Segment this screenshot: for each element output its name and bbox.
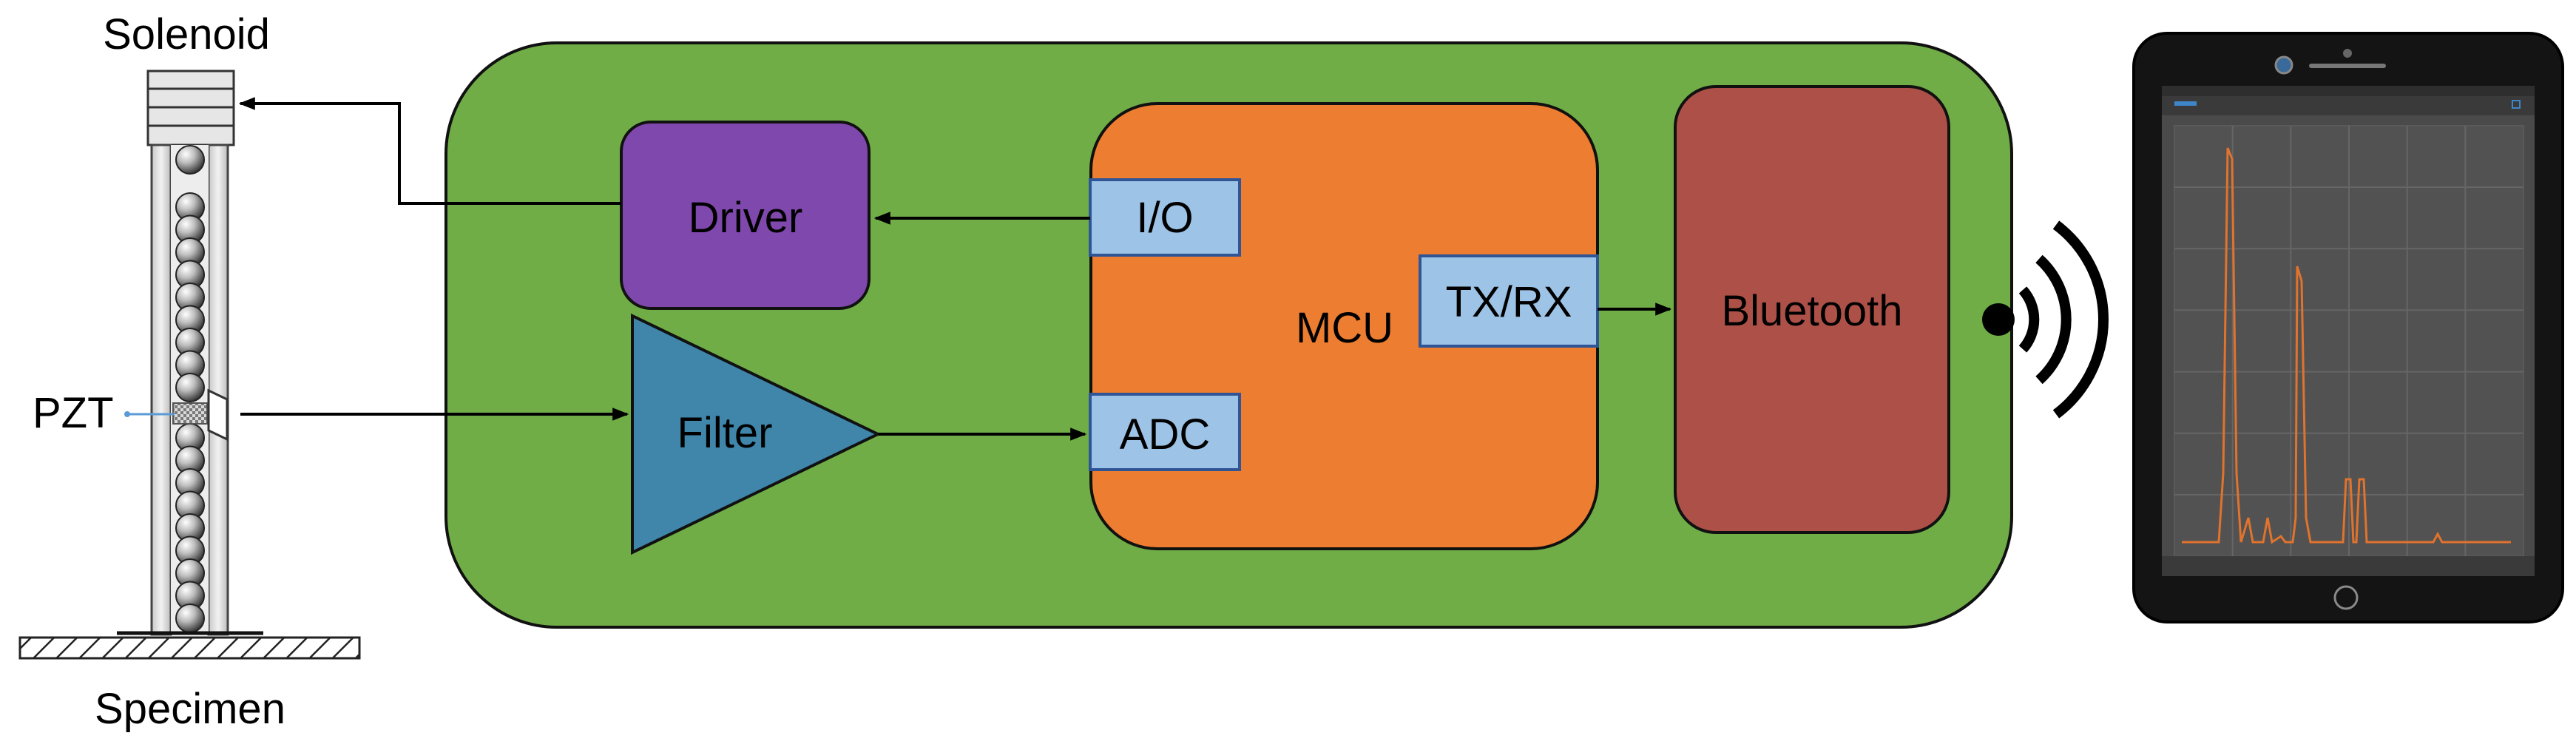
tablet-bottom-bar bbox=[2162, 556, 2535, 576]
bluetooth-block bbox=[1674, 85, 1950, 534]
pzt-pointer-dot bbox=[124, 411, 130, 417]
tablet-nav-bar bbox=[2162, 96, 2535, 115]
tablet-icon bbox=[2132, 32, 2564, 623]
bluetooth-label: Bluetooth bbox=[1721, 287, 1902, 335]
txrx-label: TX/RX bbox=[1446, 278, 1572, 326]
tablet-back-button bbox=[2174, 101, 2197, 106]
filter-block bbox=[631, 313, 882, 555]
tablet-status-bar bbox=[2162, 86, 2535, 96]
txrx-port bbox=[1420, 256, 1598, 346]
tablet-home-button bbox=[2333, 585, 2359, 610]
wireless-signal-icon bbox=[1982, 220, 2109, 419]
io-label: I/O bbox=[1136, 194, 1193, 242]
steel-balls bbox=[175, 145, 205, 633]
pzt-label: PZT bbox=[33, 389, 114, 437]
driver-block bbox=[620, 121, 871, 310]
specimen-label: Specimen bbox=[95, 685, 285, 733]
adc-port-border bbox=[1089, 393, 1241, 471]
specimen-base bbox=[18, 631, 361, 660]
adc-port bbox=[1090, 394, 1240, 470]
mcu-label: MCU bbox=[1296, 304, 1393, 352]
adc-label: ADC bbox=[1120, 410, 1210, 459]
driver-label: Driver bbox=[689, 194, 803, 242]
solenoid-label: Solenoid bbox=[103, 10, 270, 58]
sensor-assembly: Solenoid PZT Specimen bbox=[18, 10, 361, 733]
tablet-sensor bbox=[2343, 49, 2352, 58]
steel-ball bbox=[175, 145, 205, 175]
filter-label: Filter bbox=[677, 409, 773, 457]
tablet-plot-grid bbox=[2174, 126, 2523, 556]
tablet-signal-trace bbox=[2182, 147, 2511, 544]
arrow-driver-to-solenoid bbox=[238, 97, 621, 205]
signal-arrows bbox=[238, 97, 1672, 441]
tablet-camera bbox=[2274, 55, 2293, 75]
txrx-port-border bbox=[1419, 254, 1599, 348]
solenoid-coil bbox=[146, 70, 235, 146]
tablet-speaker bbox=[2309, 64, 2386, 68]
tablet-share-icon bbox=[2512, 100, 2521, 109]
steel-ball bbox=[175, 604, 205, 633]
io-port bbox=[1090, 180, 1240, 255]
steel-ball bbox=[175, 373, 205, 402]
